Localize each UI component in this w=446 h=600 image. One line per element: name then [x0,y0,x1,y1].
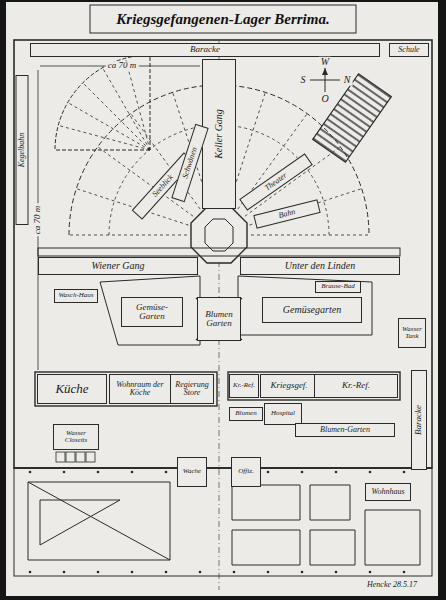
room-label: Wache [183,468,201,475]
guard-house: Wache [177,457,207,487]
school: Schule [389,43,429,57]
room-label: Kr.-Ref. [342,381,370,390]
central-octagon [205,219,233,251]
corridor [38,248,400,256]
dimension: ca 70 m [106,61,139,70]
auditorium [313,74,392,162]
garden: Gemüsegarten [262,297,362,323]
fan-court [55,55,150,150]
room-label: Kegelbahn [18,133,26,168]
ward: Kriegsgef. [260,374,318,398]
flower-garden: BlumenGarten [197,297,241,341]
toilets: Wasser Closetts [53,424,99,450]
closet-grid [56,452,95,462]
room-label: Keller Gang [214,109,225,159]
room-label: Gemüse-Garten [124,303,180,322]
room-label: Brause-Bad [321,283,354,290]
hospital: Hospital [264,403,302,425]
room-label: Offiz. [238,468,253,475]
fence-posts [29,471,406,574]
flower-bed: Blumen [229,407,263,421]
bowling-alley: Kegelbahn [16,75,29,225]
room-label: Blumen-Garten [320,426,370,434]
room-label: Wasser Tank [401,326,423,341]
bath-house: Brause-Bad [315,281,361,293]
room-label: Wiener Gang [91,261,144,272]
room-label: Küche [55,382,88,396]
compass-point: W [319,57,331,68]
dwelling-house: Wohnhaus [365,483,411,501]
ward: Kr.-Ref. [229,374,259,398]
room-label: Unter den Linden [285,261,356,272]
room-label: Baracke [190,45,220,54]
room-label: Kriegsgef. [270,381,307,390]
corridor-wing: Keller Gang [202,59,236,209]
paper [6,2,438,596]
signature: Hencke 28.5.17 [365,581,419,589]
cross-wing: Wiener Gang [38,257,198,275]
paddock [28,482,170,560]
compass-point: S [299,75,308,86]
kitchen: Küche [37,374,107,404]
barrack: Baracke [30,43,380,57]
compass-point: O [319,94,330,105]
room-label: Schule [398,46,419,54]
room-label: Wohnraum der Köche [112,381,168,398]
garden-bed [100,276,200,345]
cross-wing: Unter den Linden [240,257,400,275]
ward: Kr.-Ref. [314,374,398,398]
kitchen-block [35,372,217,406]
dimension: ca 70 m [33,204,42,237]
officer-house: Offiz. [231,457,261,487]
room-label: Regierung Store [173,381,211,398]
compass [310,68,340,92]
compass-point: N [342,75,353,86]
flower-garden: Blumen-Garten [295,423,395,437]
wash-house: Wasch-Haus [54,289,98,303]
garden: Gemüse-Garten [121,297,183,327]
barrack: Baracke [411,370,427,470]
plan-title: Kriegsgefangenen-Lager Berrima. [112,11,333,28]
room-label: Bahn [278,208,296,220]
room-label: Hospital [271,410,295,417]
room-label: Blumen [235,410,256,417]
room-label: Gemüsegarten [283,305,341,316]
room-label: Baracke [414,405,423,435]
room-label: Theater [263,171,288,192]
room-label: Blumen [205,310,233,319]
central-octagon [191,207,247,263]
title-frame [90,5,356,33]
room-label: Kr.-Ref. [233,382,255,389]
room-label: Garten [206,319,232,328]
garden-bed [238,276,372,335]
garden-cross [196,298,242,340]
radial-wing: Bahn [253,199,320,229]
room-label: Wasch-Haus [58,292,93,299]
hospital-block [228,372,400,400]
store: Regierung Store [170,374,214,404]
room-label: Wohnhaus [371,488,404,496]
outer-yard [14,468,432,576]
cooks-room: Wohnraum der Köche [109,374,171,404]
room-label: Wasser Closetts [56,430,96,445]
water-tank: Wasser Tank [398,318,426,348]
camp-fence [14,40,432,468]
